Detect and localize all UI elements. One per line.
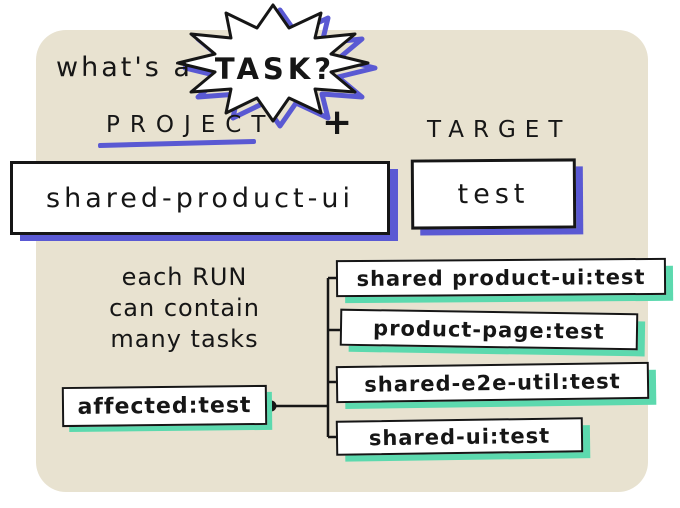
- title-burst-text: TASK?: [214, 52, 336, 86]
- task-box-shared-ui: shared-ui:test: [335, 417, 584, 456]
- target-box: test: [410, 158, 577, 230]
- affected-test-box: affected:test: [61, 384, 268, 428]
- task-label: shared-ui:test: [368, 423, 551, 450]
- run-note-line-3: many tasks: [110, 325, 259, 354]
- title-prefix: what's a: [56, 52, 193, 83]
- task-box-shared-e2e-util: shared-e2e-util:test: [335, 361, 650, 404]
- starburst-shadow-outline: [182, 7, 378, 129]
- task-label: shared-e2e-util:test: [364, 368, 621, 397]
- affected-test-label: affected:test: [77, 392, 252, 420]
- run-note-line-2: can contain: [109, 294, 260, 323]
- task-label: shared product-ui:test: [356, 264, 646, 291]
- target-label: TARGET: [427, 117, 572, 143]
- starburst-shape: [176, 3, 370, 123]
- task-starburst: [176, 3, 378, 129]
- task-box-shared-product-ui: shared product-ui:test: [335, 257, 667, 298]
- task-box-product-page: product-page:test: [339, 308, 639, 351]
- project-value: shared-product-ui: [46, 182, 354, 214]
- run-note: each RUN can contain many tasks: [72, 262, 297, 356]
- run-note-line-1: each RUN: [121, 263, 248, 291]
- task-label: product-page:test: [372, 315, 606, 344]
- target-value: test: [457, 178, 530, 210]
- plus-sign: +: [322, 102, 353, 143]
- project-label: PROJECT: [106, 112, 276, 138]
- project-box: shared-product-ui: [10, 161, 390, 235]
